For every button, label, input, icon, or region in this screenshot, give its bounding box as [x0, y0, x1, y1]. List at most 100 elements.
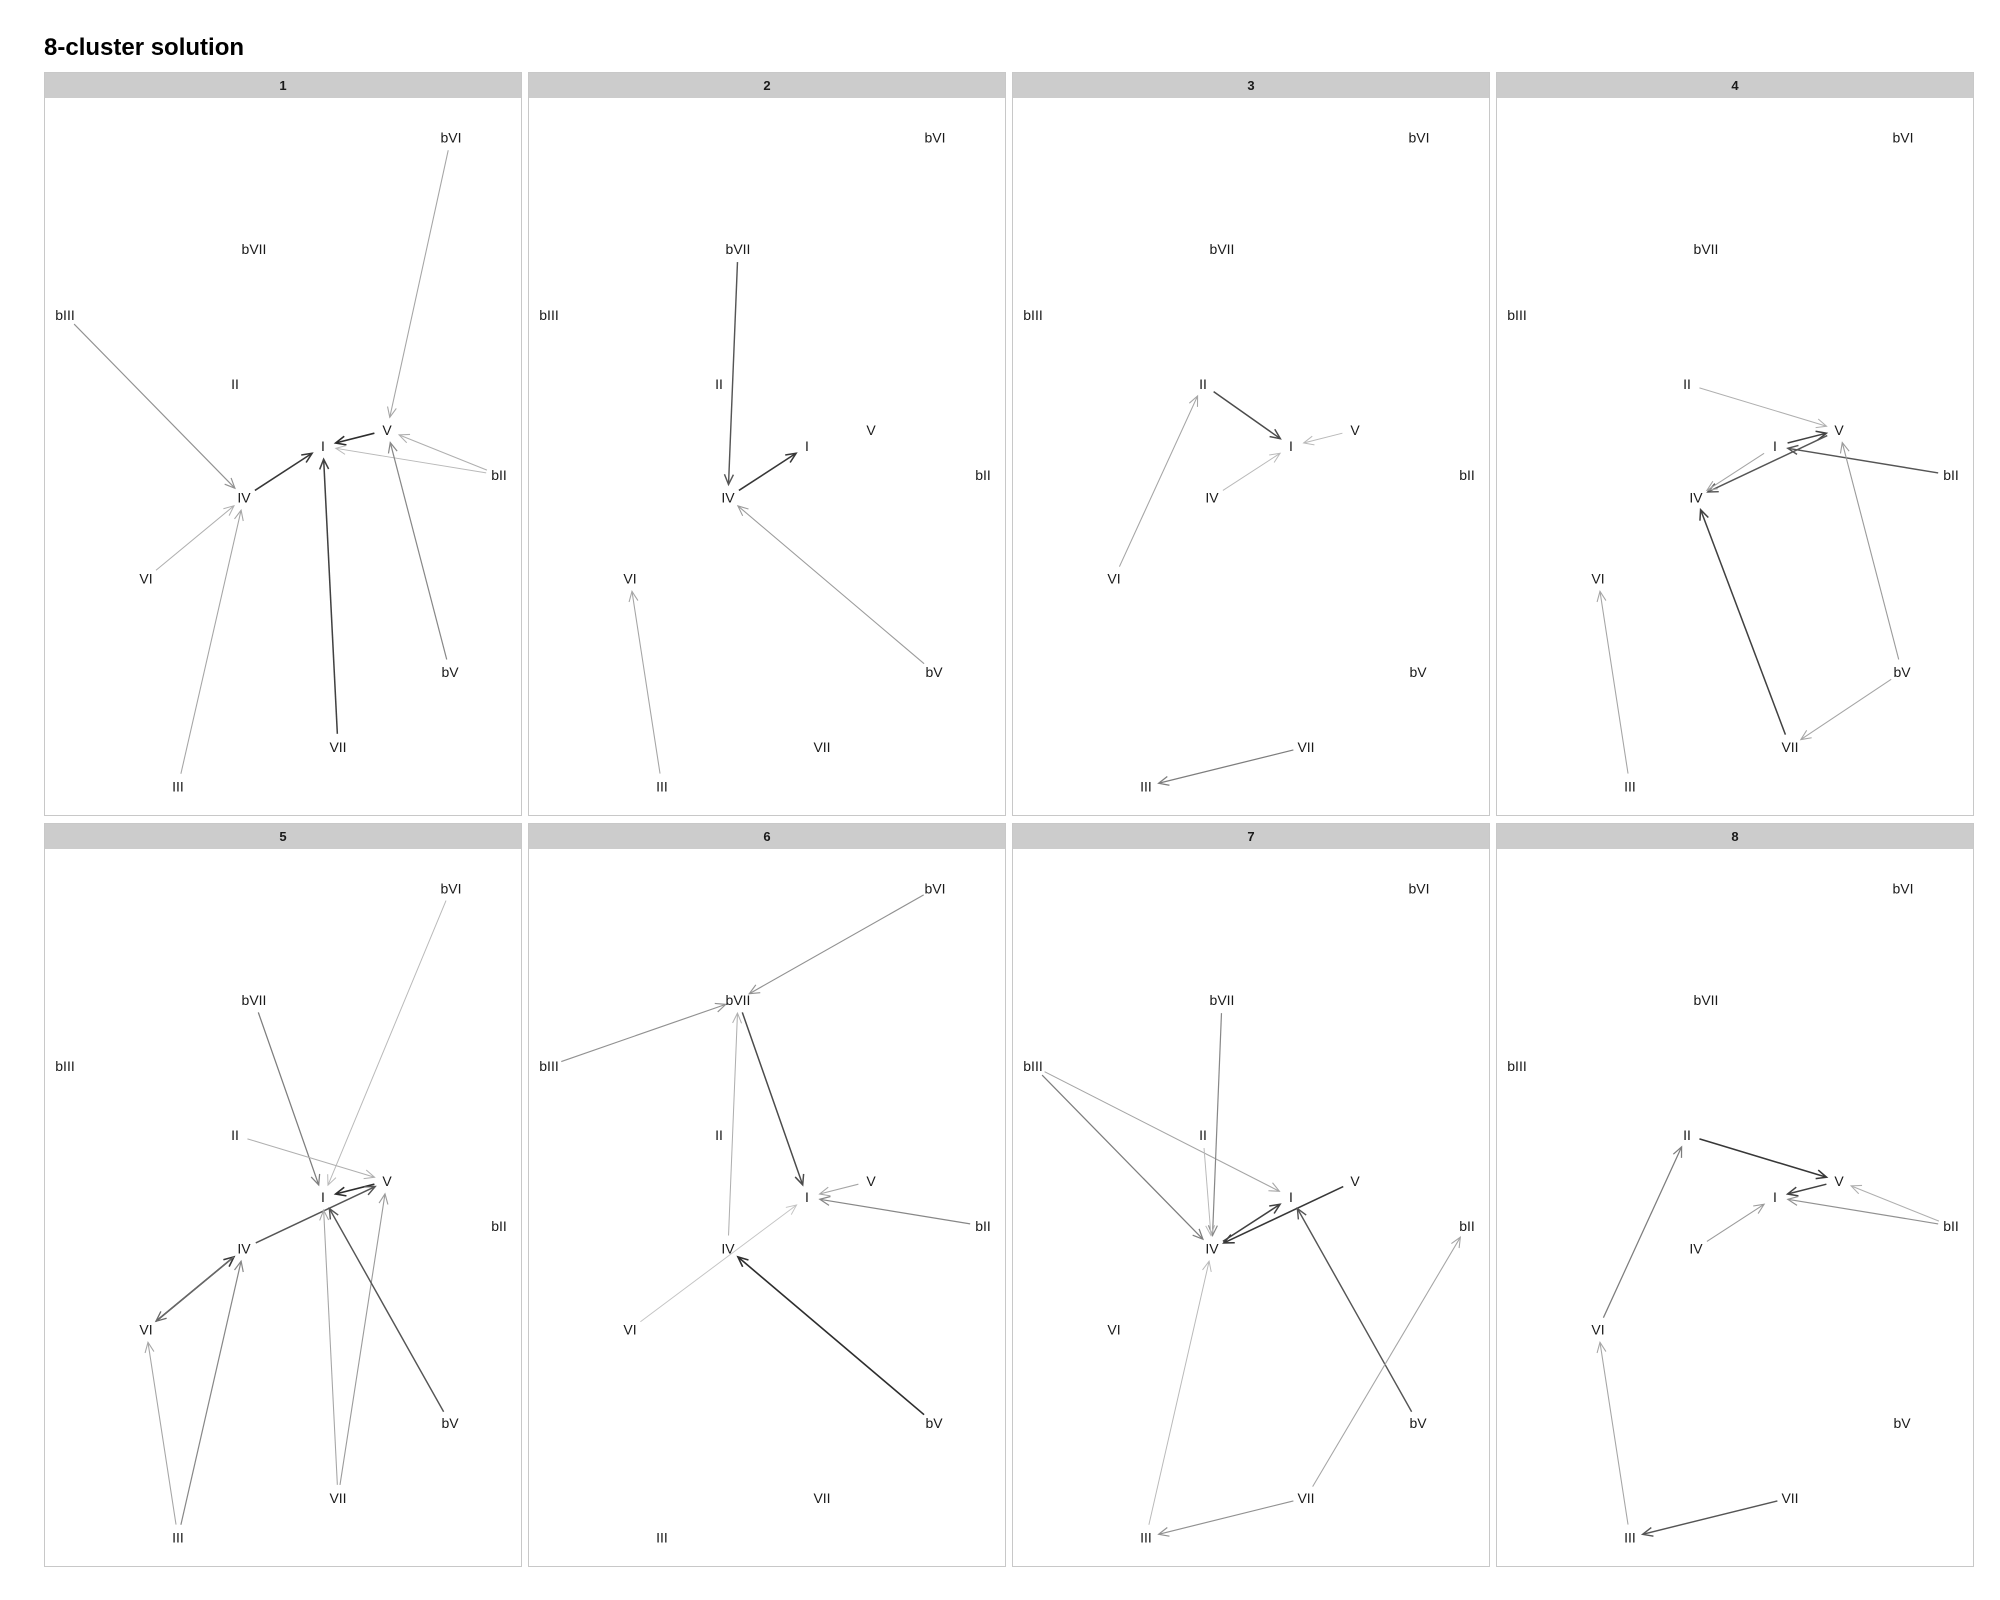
edge-line	[1158, 1500, 1294, 1535]
arrowhead	[1705, 480, 1718, 492]
arrowhead	[1157, 776, 1170, 786]
arrowhead	[363, 1169, 376, 1180]
arrowhead	[1596, 590, 1607, 603]
edge-line	[1699, 1138, 1827, 1178]
edge-line	[257, 1012, 320, 1186]
node-label-VI: VI	[1591, 571, 1604, 587]
node-label-III: III	[1624, 778, 1636, 794]
edge-bV-to-I	[1296, 1207, 1413, 1413]
edge-line	[819, 1183, 859, 1195]
edge-III-to-VI	[628, 590, 661, 774]
edge-VII-to-IV	[1699, 507, 1787, 735]
node-label-bV: bV	[1893, 664, 1911, 680]
node-label-bIII: bIII	[539, 1058, 558, 1074]
arrowhead	[333, 435, 347, 446]
edge-bIII-to-bVII	[561, 1002, 728, 1063]
arrowhead	[378, 1192, 389, 1205]
node-label-VII: VII	[813, 739, 830, 755]
arrowhead	[387, 406, 397, 419]
edge-bV-to-V	[387, 441, 448, 660]
edge-bVII-to-I	[257, 1012, 321, 1187]
edge-line	[1118, 395, 1199, 567]
node-label-IV: IV	[237, 490, 251, 506]
facet-strip-label: 1	[45, 73, 521, 98]
node-label-VI: VI	[1107, 571, 1120, 587]
node-label-VI: VI	[623, 1322, 636, 1338]
edge-V-to-IV	[1222, 1185, 1344, 1244]
edge-line	[1203, 1148, 1212, 1236]
edge-line	[631, 591, 661, 774]
edge-line	[339, 1193, 386, 1486]
node-label-II: II	[715, 1127, 723, 1143]
arrowhead	[1205, 1225, 1216, 1237]
arrowhead	[364, 1185, 377, 1196]
edge-line	[1303, 432, 1343, 444]
arrowhead	[397, 433, 411, 444]
node-label-IV: IV	[237, 1241, 251, 1257]
arrowhead	[310, 1173, 321, 1187]
arrowhead	[736, 1255, 749, 1268]
edge-VII-to-III	[1640, 1500, 1778, 1537]
arrowhead	[328, 1207, 339, 1220]
edge-line	[389, 150, 449, 418]
arrowhead	[1786, 444, 1799, 455]
arrowhead	[1699, 507, 1709, 521]
node-label-bVI: bVI	[1892, 130, 1913, 146]
arrowhead	[1157, 1527, 1170, 1537]
node-label-bII: bII	[1943, 467, 1959, 483]
edge-line	[1787, 1198, 1939, 1225]
edge-VI-to-II	[1118, 394, 1199, 567]
arrowhead	[1815, 430, 1829, 441]
edge-V-to-I	[1302, 432, 1343, 446]
arrowhead	[1269, 428, 1282, 440]
edge-V-to-I	[333, 1183, 375, 1197]
arrowhead	[1672, 1145, 1683, 1158]
facet-strip-label: 7	[1013, 824, 1489, 849]
arrowhead	[732, 1011, 743, 1024]
edge-line	[1296, 1208, 1413, 1413]
edge-bII-to-I	[334, 445, 487, 474]
node-label-bII: bII	[491, 1218, 507, 1234]
edge-line	[335, 447, 487, 474]
arrowhead	[327, 1174, 337, 1187]
edge-VII-to-III	[1157, 1500, 1294, 1537]
edge-II-to-V	[1699, 1138, 1829, 1180]
node-label-bV: bV	[441, 1415, 459, 1431]
node-label-IV: IV	[721, 1241, 735, 1257]
arrowhead	[1207, 1225, 1218, 1237]
node-label-VII: VII	[329, 1490, 346, 1506]
node-label-bVI: bVI	[1892, 881, 1913, 897]
arrowhead	[234, 1259, 244, 1273]
node-label-V: V	[1350, 422, 1360, 438]
edge-line	[398, 434, 488, 471]
node-label-bV: bV	[1409, 1415, 1427, 1431]
node-label-II: II	[1683, 1127, 1691, 1143]
node-label-bVI: bVI	[440, 881, 461, 897]
arrowhead	[154, 1311, 167, 1323]
edge-bV-to-IV	[736, 505, 925, 665]
node-label-bV: bV	[441, 664, 459, 680]
edge-IV-to-I	[1222, 1203, 1282, 1243]
node-label-VII: VII	[329, 739, 346, 755]
arrowhead	[1785, 1186, 1799, 1197]
edge-line	[1222, 452, 1281, 491]
arrowhead	[1596, 1341, 1607, 1354]
node-label-bV: bV	[1893, 1415, 1911, 1431]
arrowhead	[1269, 1203, 1282, 1214]
edge-line	[561, 1003, 726, 1063]
node-label-III: III	[1140, 1529, 1152, 1545]
node-label-bVI: bVI	[924, 130, 945, 146]
edge-line	[180, 1261, 242, 1525]
edge-VI-to-IV	[155, 504, 235, 571]
facet-strip-label: 3	[1013, 73, 1489, 98]
arrowhead	[1268, 1182, 1281, 1192]
edge-line	[180, 510, 242, 774]
